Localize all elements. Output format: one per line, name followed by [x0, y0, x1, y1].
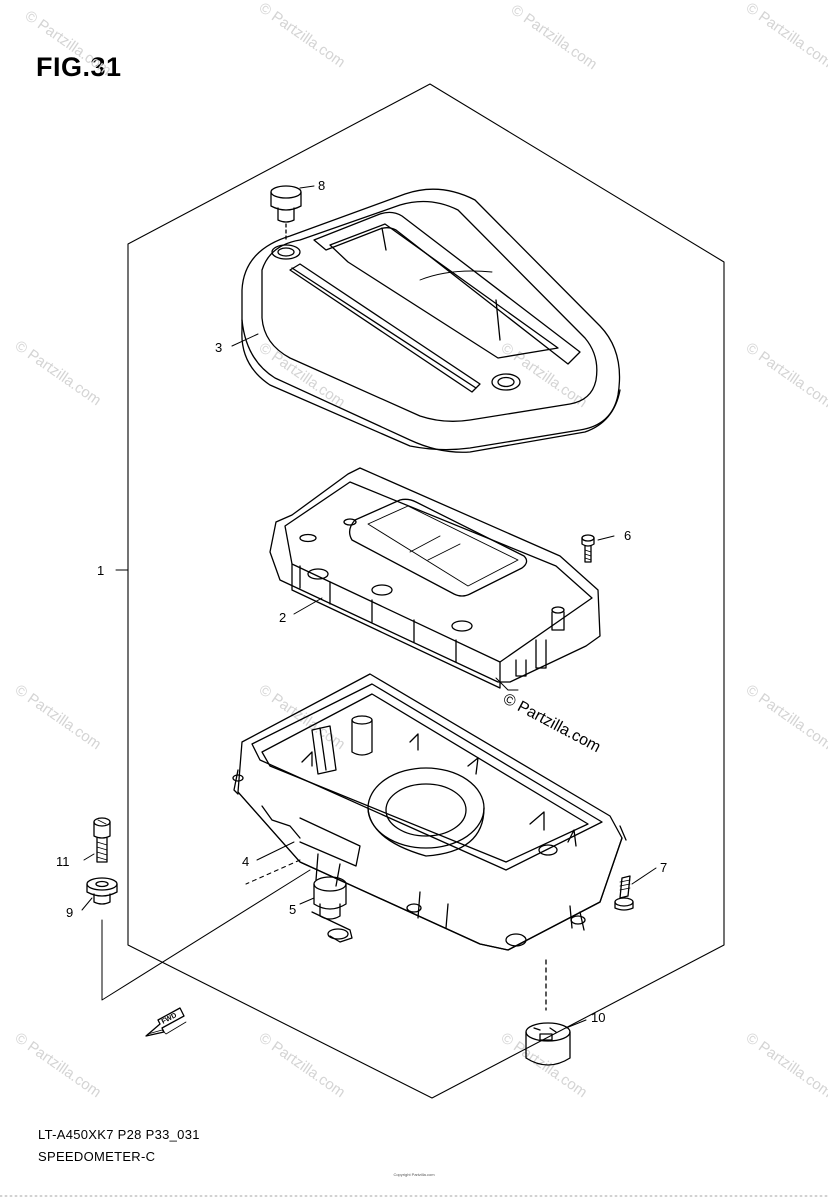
copyright-note: Copyright Partzilla.com [393, 1172, 435, 1177]
forward-direction-arrow: FWD [145, 1007, 187, 1037]
watermark: © Partzilla.com [12, 1029, 105, 1101]
figure-title: FIG.31 [36, 52, 122, 82]
watermark-layer: © Partzilla.com © Partzilla.com © Partzi… [12, 0, 828, 1101]
callout-11: 11 [56, 854, 70, 869]
figure-name: SPEEDOMETER-C [38, 1149, 156, 1164]
collar-part-9 [86, 877, 118, 905]
watermark: © Partzilla.com [12, 681, 105, 753]
callout-3: 3 [215, 340, 222, 355]
watermark: © Partzilla.com [12, 337, 105, 409]
watermark: © Partzilla.com [743, 1029, 828, 1101]
watermark: © Partzilla.com [743, 339, 828, 411]
callout-labels: 1 2 3 4 5 6 7 8 9 10 11 [56, 178, 667, 1025]
upper-case-part [241, 188, 621, 453]
callout-1: 1 [97, 563, 104, 578]
bolt-part-11 [93, 817, 111, 863]
callout-9: 9 [66, 905, 73, 920]
meter-unit-part [269, 467, 601, 689]
cushion-part-5 [311, 876, 353, 943]
inline-watermark: © Partzilla.com [500, 691, 603, 757]
watermark: © Partzilla.com [256, 339, 349, 411]
cap-part [270, 185, 302, 241]
leader-lines [81, 185, 657, 1029]
lower-case-part [232, 673, 627, 951]
callout-7: 7 [660, 860, 667, 875]
callout-6: 6 [624, 528, 631, 543]
callout-2: 2 [279, 610, 286, 625]
callout-8: 8 [318, 178, 325, 193]
watermark: © Partzilla.com [256, 1029, 349, 1101]
figure-code: LT-A450XK7 P28 P33_031 [38, 1127, 200, 1142]
cushion-part-10 [525, 959, 571, 1066]
watermark: © Partzilla.com [256, 681, 349, 753]
watermark: © Partzilla.com [508, 1, 601, 73]
screw-part-7 [614, 875, 634, 911]
watermark: © Partzilla.com [743, 0, 828, 71]
callout-4: 4 [242, 854, 249, 869]
watermark: © Partzilla.com [256, 0, 349, 71]
watermark: © Partzilla.com [743, 681, 828, 753]
watermark: © Partzilla.com [22, 7, 115, 79]
callout-5: 5 [289, 902, 296, 917]
screw-part-6 [581, 534, 595, 563]
assembly-boundary [127, 83, 725, 1099]
inline-watermark-text: © Partzilla.com [500, 691, 603, 757]
callout-10: 10 [591, 1010, 605, 1025]
